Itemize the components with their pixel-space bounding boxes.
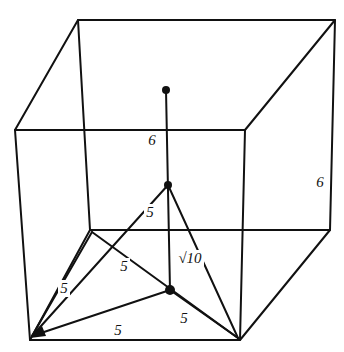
dimension-label: 6 — [146, 132, 158, 149]
cube-edge — [240, 230, 330, 340]
dimension-label: 6 — [314, 174, 326, 191]
dimension-label: 5 — [118, 258, 130, 275]
back-face — [78, 20, 335, 230]
cube-edge — [15, 20, 78, 130]
pyramid-edge — [32, 185, 168, 336]
dimension-label: 5 — [178, 310, 190, 327]
point-dot — [162, 86, 170, 94]
front-face — [15, 130, 245, 340]
dimension-label: 5 — [144, 204, 156, 221]
pyramid-edge — [92, 232, 238, 338]
pyramid-edge — [168, 185, 238, 338]
dimension-label: 5 — [112, 322, 124, 339]
corner-mark — [30, 326, 46, 338]
dimension-label: 5 — [58, 280, 70, 297]
point-dot — [164, 181, 172, 189]
dimension-label: √10 — [176, 250, 203, 267]
cube-edge — [245, 20, 335, 130]
point-dot — [165, 285, 175, 295]
pyramid-edge — [32, 232, 92, 336]
